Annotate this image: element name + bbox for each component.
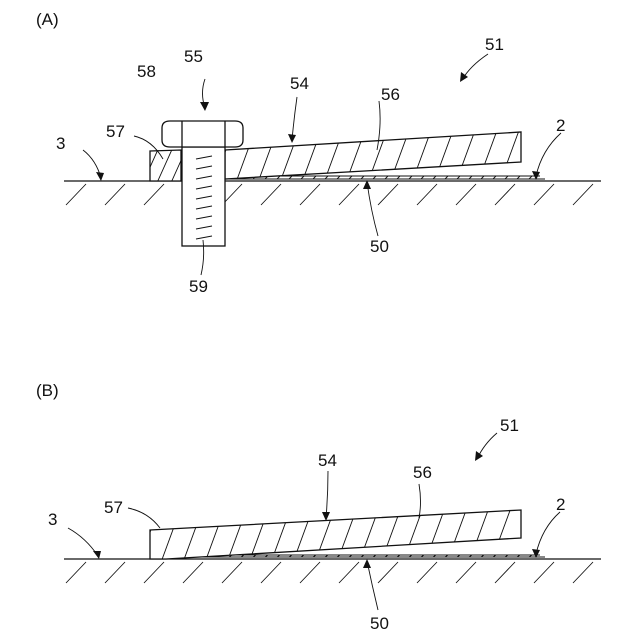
- panel-b-caption: (B): [36, 381, 59, 400]
- label-a-54: 54: [290, 74, 309, 93]
- label-a-56: 56: [381, 85, 400, 104]
- bolt-head-58: [162, 121, 243, 147]
- label-b-50: 50: [370, 614, 389, 633]
- label-a-2: 2: [556, 116, 565, 135]
- wedge-56-b: [138, 505, 556, 565]
- panel-a-caption: (A): [36, 10, 59, 29]
- label-a-59: 59: [189, 277, 208, 296]
- panel-b: (B) 51: [36, 381, 601, 633]
- bolt-shank-59: [182, 147, 225, 246]
- label-b-3: 3: [48, 510, 57, 529]
- label-b-2: 2: [556, 495, 565, 514]
- label-a-3: 3: [56, 134, 65, 153]
- label-b-54: 54: [318, 451, 337, 470]
- label-a-57: 57: [106, 122, 125, 141]
- floor-a: [64, 181, 601, 205]
- label-b-56: 56: [413, 463, 432, 482]
- label-b-51: 51: [500, 416, 519, 435]
- label-a-51: 51: [485, 35, 504, 54]
- label-b-57: 57: [104, 498, 123, 517]
- label-a-55: 55: [184, 47, 203, 66]
- floor-b: [64, 559, 601, 583]
- label-a-50: 50: [370, 237, 389, 256]
- label-a-58: 58: [137, 62, 156, 81]
- panel-a: (A): [36, 10, 601, 296]
